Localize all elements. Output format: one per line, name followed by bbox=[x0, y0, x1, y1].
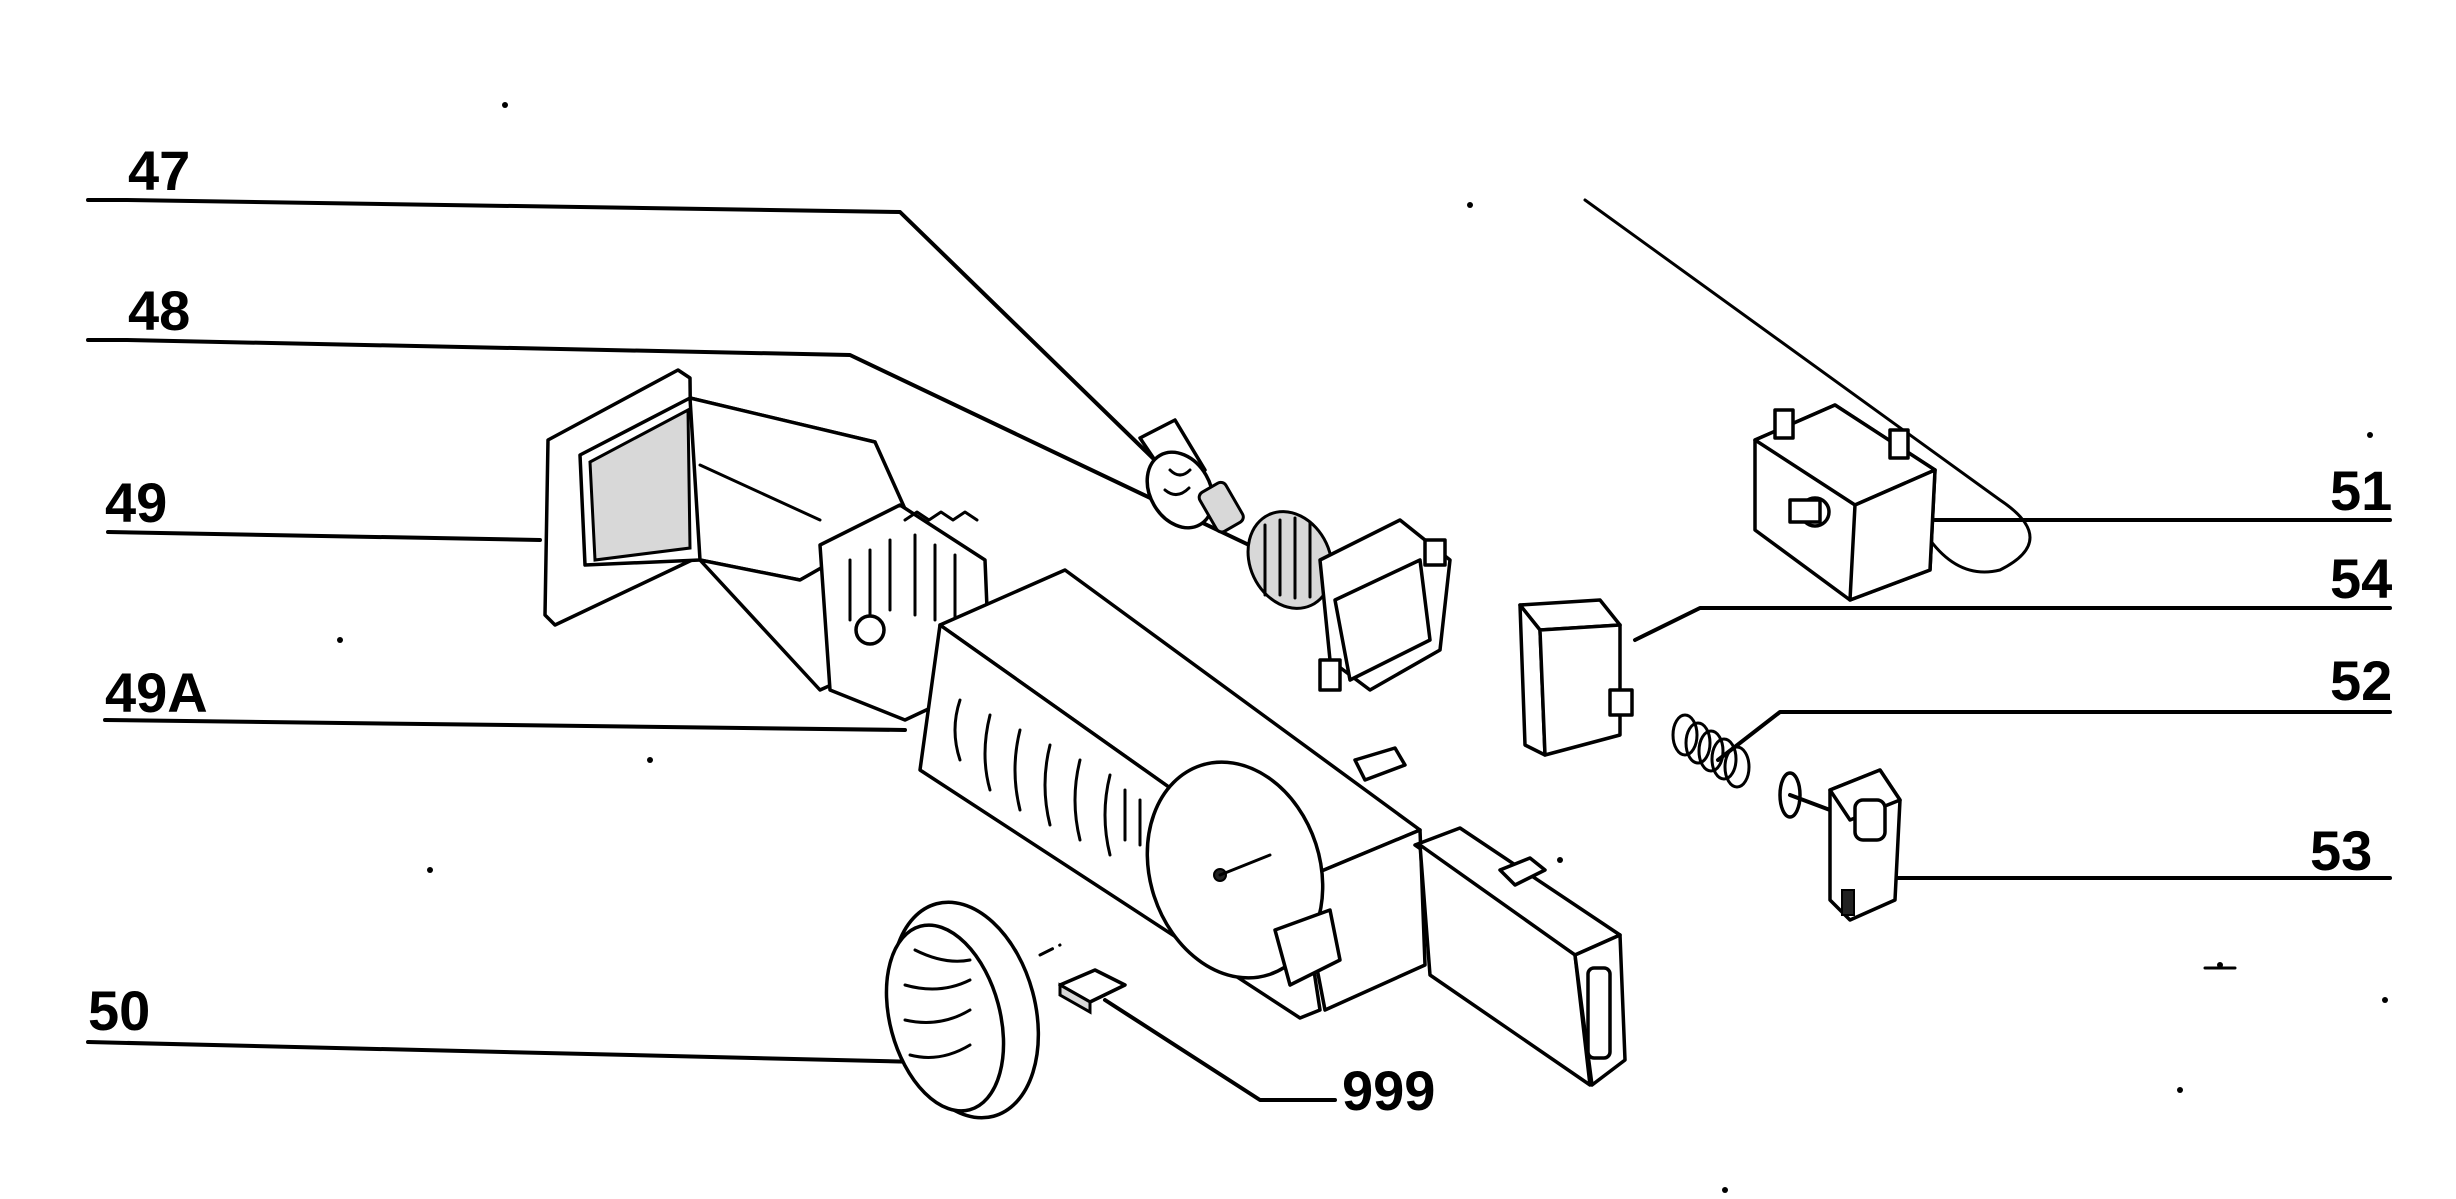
leader-line-47 bbox=[86, 198, 1167, 472]
part-49-end-flange bbox=[543, 368, 912, 692]
callout-label-51: 51 bbox=[2330, 459, 2392, 522]
callout-label-50: 50 bbox=[88, 979, 150, 1042]
part-999-clip bbox=[1038, 943, 1127, 1015]
callout-label-48: 48 bbox=[128, 279, 190, 342]
part-housing-extension bbox=[1353, 746, 1627, 1087]
part-52-spring bbox=[1671, 713, 1751, 789]
callout-label-47: 47 bbox=[128, 139, 190, 202]
part-50-control-knob bbox=[884, 900, 1041, 1120]
part-53-plunger bbox=[1778, 768, 1902, 922]
scan-specks bbox=[337, 102, 2388, 1193]
leader-line-48 bbox=[86, 338, 1272, 557]
leader-lines bbox=[86, 198, 2392, 1102]
part-51-thermostat bbox=[1583, 198, 2032, 602]
leader-line-50 bbox=[86, 1040, 922, 1064]
leader-line-49 bbox=[106, 530, 542, 542]
part-54-switch bbox=[1518, 598, 1634, 757]
leader-line-52 bbox=[1716, 710, 2392, 762]
part-49a-main-housing bbox=[818, 503, 1427, 1020]
callout-label-49: 49 bbox=[105, 471, 167, 534]
leader-line-49a bbox=[103, 718, 907, 732]
callout-label-54: 54 bbox=[2330, 547, 2392, 610]
callout-label-999: 999 bbox=[1342, 1059, 1435, 1122]
part-47-lamp-bulb bbox=[1138, 418, 1245, 534]
callout-label-49a: 49A bbox=[105, 661, 208, 724]
callout-label-53: 53 bbox=[2310, 819, 2372, 882]
leader-line-54 bbox=[1633, 606, 2392, 642]
leader-line-999 bbox=[1103, 998, 1337, 1102]
callout-label-52: 52 bbox=[2330, 649, 2392, 712]
part-48-lamp-holder bbox=[1246, 510, 1452, 692]
